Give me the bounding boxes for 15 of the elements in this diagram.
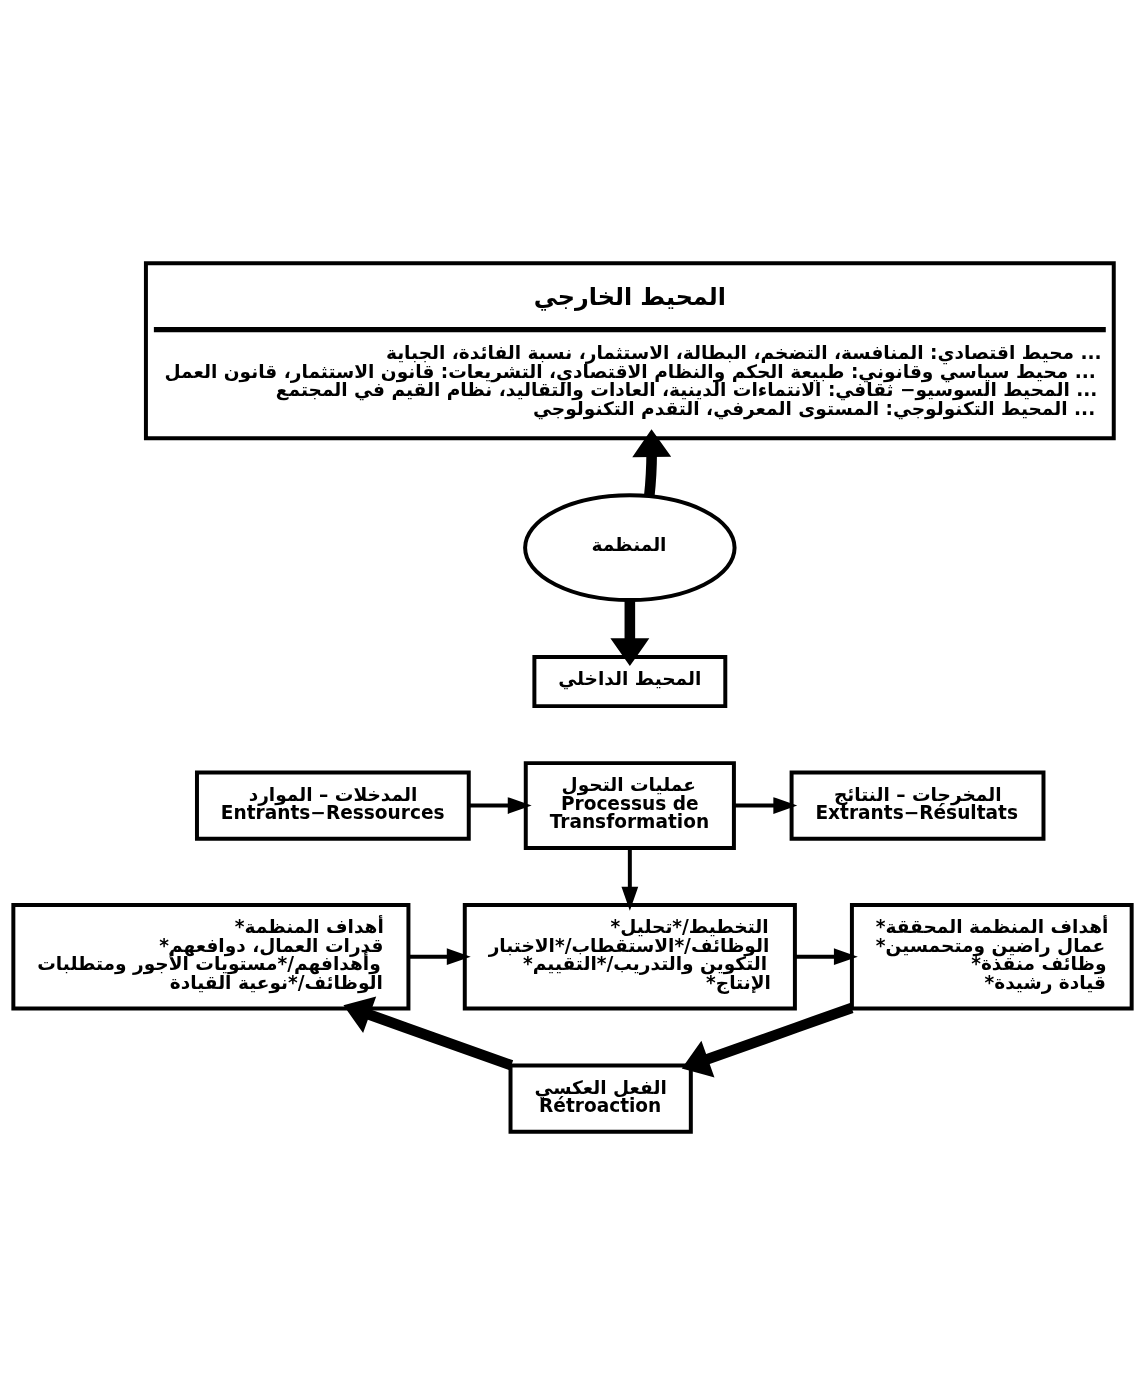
- arrow: [734, 796, 798, 814]
- node-box: المحيط الداخلي: [532, 654, 728, 708]
- arrow: [621, 847, 639, 911]
- arrow: [681, 1002, 854, 1077]
- arrow: [794, 947, 858, 965]
- arrow: [343, 995, 514, 1070]
- node-box: *أهداف المنظمة *قدرات العمال، دوافعهم وأهدافهم/*مستويات الأجور ومتطلبات الوظائف/*نوعية القيادة: [11, 902, 411, 1010]
- arrow: [408, 947, 471, 965]
- arrow: [632, 428, 672, 496]
- arrow: [610, 599, 650, 666]
- node-box: *التخطيط/*تحليل الوظائف/*الاستقطاب/*الاختبار *التكوين والتدريب/*التقييم *الإنتاج: [462, 902, 797, 1010]
- arrow: [469, 796, 532, 814]
- node-box: *أهداف المنظمة المحققة *عمال راضين ومتحمسين *وظائف منقذة *قيادة رشيدة: [849, 902, 1134, 1010]
- node-box: المحيط الخارجي محيط اقتصادي: المنافسة، التضخم، البطالة، الاستثمار، نسبة الفائدة، الجباية ... محيط سياسي وقانوني: طبيعة الحكم والنظام الاقتصادي، التشريعات: قانون الاستثمار، قانون العمل ... المحيط السوسيو− ثقافي: الانتماءات الدينية، العادات والتقاليد، نظام القيم في المجتمع ... المحيط التكنولوجي: المستوى المعرفي، التقدم التكنولوجي ...: [143, 260, 1116, 440]
- node-ellipse: المنظمة: [523, 492, 737, 602]
